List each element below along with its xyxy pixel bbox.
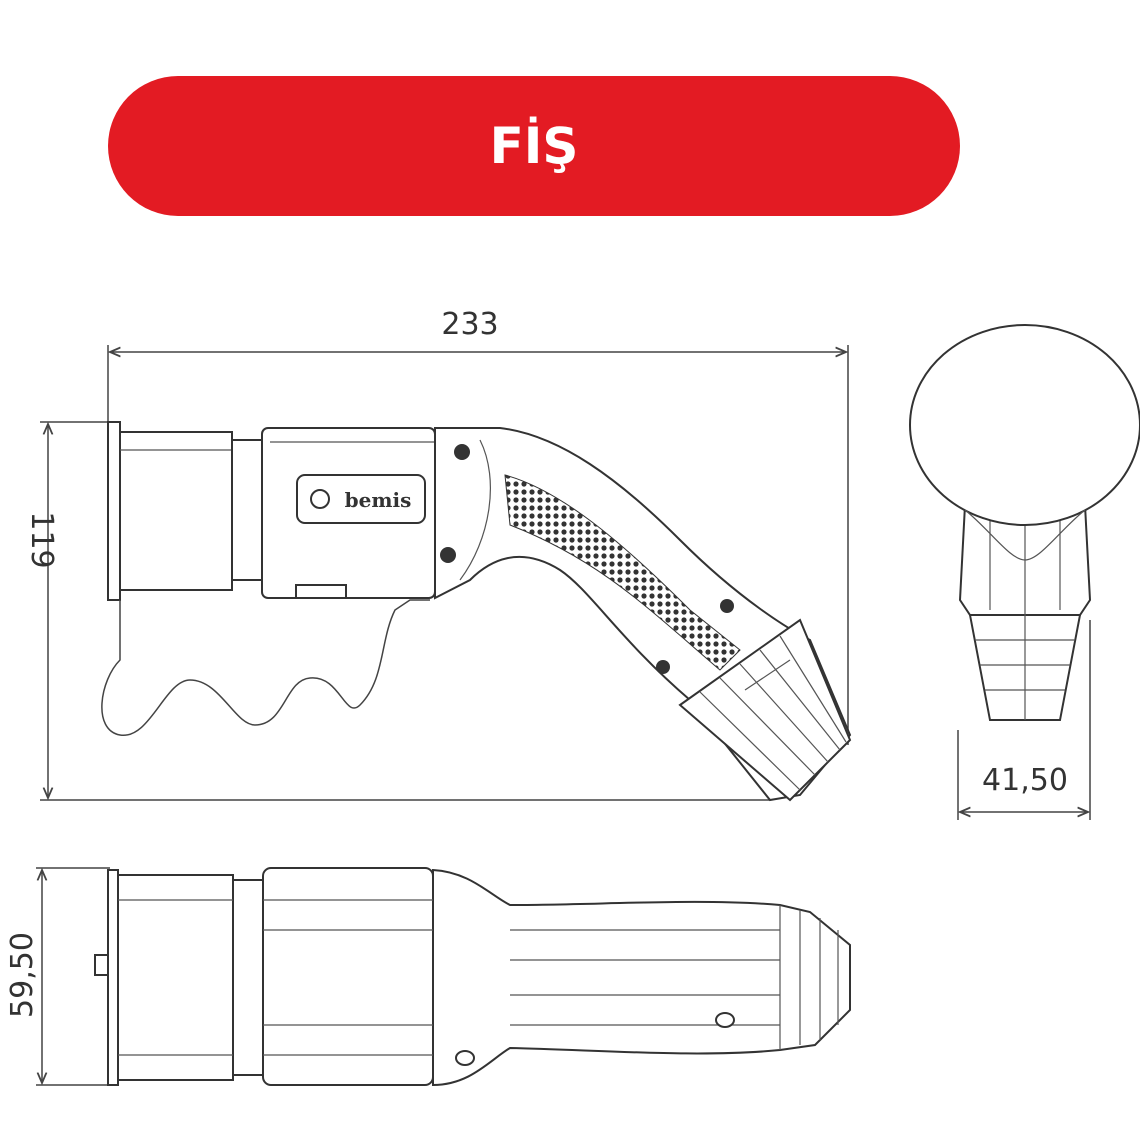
title-banner: FİŞ (108, 76, 960, 216)
dimension-length-label: 233 (441, 307, 498, 342)
plug-top-view: 59,50 (5, 867, 851, 1087)
brand-logo-text: bemis (345, 488, 412, 512)
dimension-top-width-label: 59,50 (5, 932, 40, 1018)
brand-logo-plate (296, 474, 426, 524)
brand-logo-icon (310, 489, 330, 509)
dimension-front-width-label: 41,50 (982, 763, 1068, 798)
title-text: FİŞ (489, 117, 579, 175)
dimension-height-label: 119 (24, 511, 59, 568)
dimension-height: 119 (24, 421, 770, 801)
dimension-length: 233 (107, 307, 849, 745)
plug-front-view: 41,50 (909, 324, 1140, 820)
plug-side-view: bemis (101, 421, 852, 802)
